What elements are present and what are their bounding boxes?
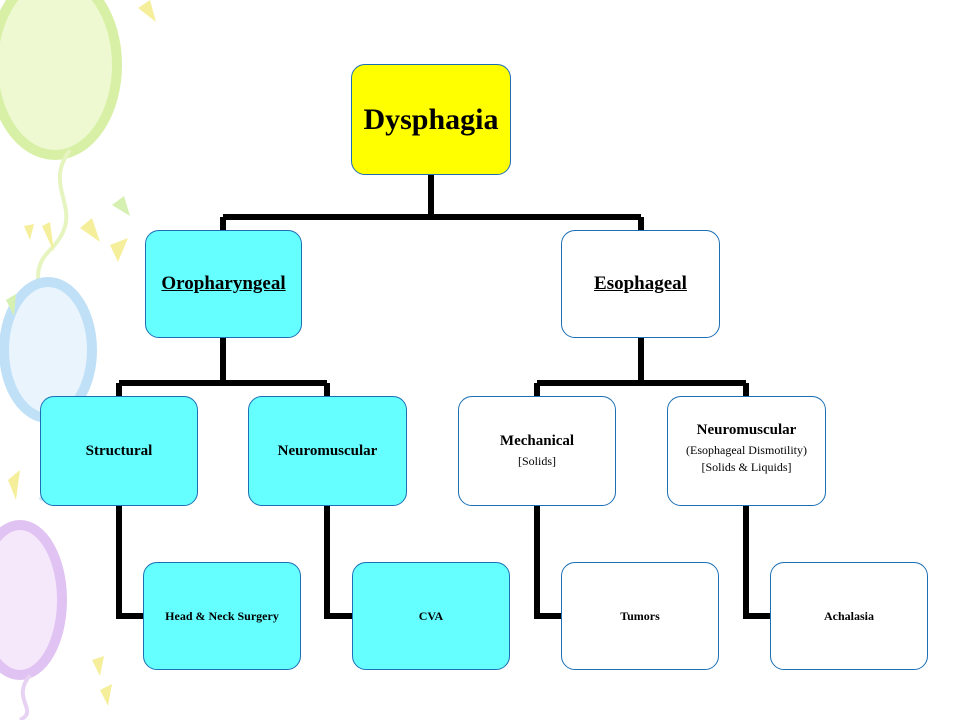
- node-oropharyngeal-label: Oropharyngeal: [161, 273, 286, 294]
- node-dysphagia: Dysphagia: [351, 64, 511, 175]
- node-oropharyngeal: Oropharyngeal: [145, 230, 302, 338]
- connector-tumors: [534, 506, 561, 619]
- connector-cva: [324, 506, 352, 619]
- node-neuromuscular-oropharyngeal: Neuromuscular: [248, 396, 407, 506]
- node-structural: Structural: [40, 396, 198, 506]
- connector-hns: [116, 506, 143, 619]
- node-achalasia: Achalasia: [770, 562, 928, 670]
- balloon-purple: [0, 520, 67, 720]
- node-cva-label: CVA: [418, 608, 444, 623]
- node-neuromuscular-esophageal: Neuromuscular (Esophageal Dismotility) […: [667, 396, 826, 506]
- node-cva: CVA: [352, 562, 510, 670]
- confetti-green: [6, 196, 130, 316]
- node-structural-label: Structural: [85, 442, 153, 459]
- confetti: [8, 0, 156, 706]
- node-head-neck-surgery-label: Head & Neck Surgery: [165, 608, 279, 623]
- node-mechanical-detail: [Solids]: [517, 454, 556, 468]
- node-achalasia-label: Achalasia: [823, 608, 874, 623]
- node-tumors-label: Tumors: [620, 608, 660, 623]
- connector-achalasia: [743, 506, 770, 619]
- node-esophageal: Esophageal: [561, 230, 720, 338]
- node-esophageal-label: Esophageal: [594, 273, 687, 294]
- node-neuromuscular-oropharyngeal-label: Neuromuscular: [277, 442, 378, 459]
- node-neuromuscular-esophageal-detail2: [Solids & Liquids]: [701, 459, 792, 474]
- node-neuromuscular-esophageal-detail1: (Esophageal Dismotility): [686, 442, 807, 457]
- node-head-neck-surgery: Head & Neck Surgery: [143, 562, 301, 670]
- node-neuromuscular-esophageal-label: Neuromuscular: [696, 421, 797, 438]
- node-tumors: Tumors: [561, 562, 719, 670]
- node-mechanical-label: Mechanical: [499, 433, 575, 449]
- node-mechanical: Mechanical [Solids]: [458, 396, 616, 506]
- node-dysphagia-label: Dysphagia: [363, 102, 499, 136]
